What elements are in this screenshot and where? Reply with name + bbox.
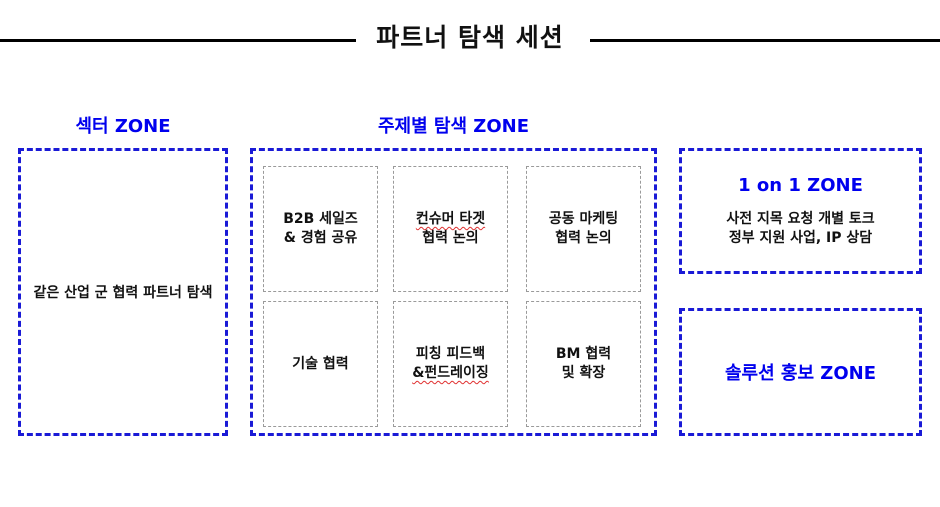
- page-title: 파트너 탐색 세션: [376, 23, 564, 52]
- sector-zone-label: 섹터 ZONE: [75, 116, 171, 137]
- sector-zone-content: 같은 산업 군 협력 파트너 탐색: [33, 285, 213, 301]
- cell-line2: 협력 논의: [422, 230, 479, 246]
- theme-zone-label: 주제별 탐색 ZONE: [377, 116, 530, 137]
- one-on-one-line1: 사전 지목 요청 개별 토크: [726, 210, 875, 227]
- cell-line1: B2B 세일즈: [283, 211, 358, 227]
- theme-cell-joint-marketing: 공동 마케팅 협력 논의: [526, 166, 641, 292]
- cell-line2: 및 확장: [561, 365, 606, 381]
- cell-line1: 컨슈머 타겟: [415, 211, 486, 227]
- theme-cell-tech-cooperation: 기술 협력: [263, 301, 378, 427]
- title-rule-left: [0, 39, 356, 42]
- cell-line1: 기술 협력: [292, 355, 349, 372]
- solution-zone-label: 솔루션 홍보 ZONE: [724, 363, 877, 384]
- sector-zone-box: 같은 산업 군 협력 파트너 탐색: [18, 148, 228, 436]
- theme-cell-bm-cooperation: BM 협력 및 확장: [526, 301, 641, 427]
- cell-line2: 협력 논의: [555, 230, 612, 246]
- theme-cell-pitching-feedback: 피칭 피드백 &펀드레이징: [393, 301, 508, 427]
- one-on-one-zone-box: 1 on 1 ZONE 사전 지목 요청 개별 토크 정부 지원 사업, IP …: [679, 148, 922, 274]
- one-on-one-zone-label: 1 on 1 ZONE: [738, 174, 863, 196]
- cell-line1: 피칭 피드백: [415, 346, 486, 362]
- one-on-one-line2: 정부 지원 사업, IP 상담: [728, 229, 873, 246]
- cell-line1: BM 협력: [555, 346, 612, 362]
- theme-cell-consumer-target: 컨슈머 타겟 협력 논의: [393, 166, 508, 292]
- theme-cell-b2b-sales: B2B 세일즈 & 경험 공유: [263, 166, 378, 292]
- solution-zone-box: 솔루션 홍보 ZONE: [679, 308, 922, 436]
- cell-line1: 공동 마케팅: [548, 211, 619, 227]
- theme-zone-box: [250, 148, 657, 436]
- cell-line2: &펀드레이징: [412, 365, 489, 381]
- title-rule-right: [590, 39, 940, 42]
- cell-line2: & 경험 공유: [283, 230, 358, 246]
